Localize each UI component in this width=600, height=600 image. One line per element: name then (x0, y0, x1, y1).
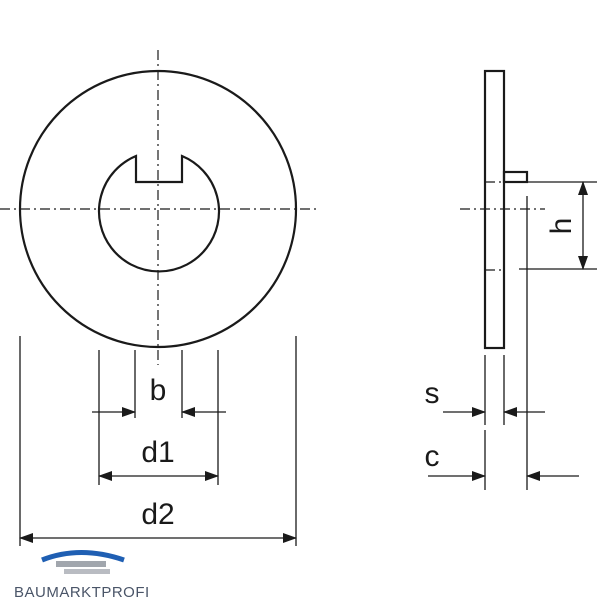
logo-swoosh-icon (41, 550, 125, 563)
label-b: b (150, 374, 167, 407)
label-d1: d1 (141, 436, 174, 469)
dimension-d2: d2 (19, 336, 297, 546)
label-h: h (545, 218, 578, 235)
dimension-c: c (425, 196, 579, 490)
logo-text: BAUMARKTPROFI (14, 584, 150, 600)
dimension-h: h (519, 181, 597, 270)
side-view (460, 69, 545, 350)
label-d2: d2 (141, 498, 174, 531)
label-c: c (425, 440, 440, 473)
front-view (0, 50, 320, 365)
dimension-s: s (425, 355, 545, 425)
inner-bore (97, 154, 221, 273)
label-s: s (425, 377, 440, 410)
baumarktprofi-logo: BAUMARKTPROFI (14, 550, 150, 600)
tab-side-profile (502, 170, 529, 184)
dimension-d1: d1 (98, 350, 219, 485)
dimension-b: b (92, 350, 226, 418)
